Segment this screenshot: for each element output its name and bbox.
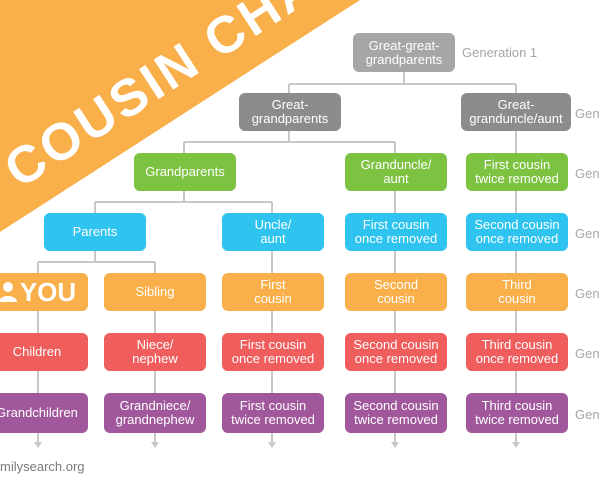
node-great-grandparents: Great- grandparents — [239, 93, 341, 131]
node-you: YOU — [0, 273, 88, 311]
connector-lines — [37, 72, 517, 444]
node-sibling: Sibling — [104, 273, 206, 311]
node-second-cousin-twice-removed: Second cousin twice removed — [345, 393, 447, 433]
node-parents: Parents — [44, 213, 146, 251]
generation-label-3: Gen — [575, 166, 600, 181]
node-you-label: YOU — [19, 277, 77, 307]
node-granduncle-aunt: Granduncle/ aunt — [345, 153, 447, 191]
node-great-granduncle-aunt: Great- granduncle/aunt — [461, 93, 571, 131]
node-second-cousin-once-removed-top: Second cousin once removed — [466, 213, 568, 251]
arrow-heads — [34, 442, 520, 448]
node-grandparents: Grandparents — [134, 153, 236, 191]
node-niece-nephew: Niece/ nephew — [104, 333, 206, 371]
node-first-cousin-twice-removed-bottom: First cousin twice removed — [222, 393, 324, 433]
node-third-cousin-once-removed: Third cousin once removed — [466, 333, 568, 371]
node-first-cousin: First cousin — [222, 273, 324, 311]
generation-label-2: Gen — [575, 106, 600, 121]
node-grandniece-grandnephew: Grandniece/ grandnephew — [104, 393, 206, 433]
node-second-cousin-once-removed-bottom: Second cousin once removed — [345, 333, 447, 371]
generation-label-7: Gen — [575, 407, 600, 422]
node-children: Children — [0, 333, 88, 371]
person-icon — [0, 282, 17, 302]
generation-label-1: Generation 1 — [462, 45, 538, 60]
node-first-cousin-once-removed-bottom: First cousin once removed — [222, 333, 324, 371]
node-first-cousin-twice-removed-top: First cousin twice removed — [466, 153, 568, 191]
node-first-cousin-once-removed-top: First cousin once removed — [345, 213, 447, 251]
generation-label-4: Gen — [575, 226, 600, 241]
generation-label-5: Gen — [575, 286, 600, 301]
node-grandchildren: Grandchildren — [0, 393, 88, 433]
node-great-great-grandparents: Great-great- grandparents — [353, 33, 455, 72]
generation-label-6: Gen — [575, 346, 600, 361]
node-uncle-aunt: Uncle/ aunt — [222, 213, 324, 251]
node-third-cousin: Third cousin — [466, 273, 568, 311]
node-third-cousin-twice-removed: Third cousin twice removed — [466, 393, 568, 433]
footer-source-text: milysearch.org — [0, 459, 85, 474]
node-second-cousin: Second cousin — [345, 273, 447, 311]
banner-triangle — [0, 0, 360, 232]
